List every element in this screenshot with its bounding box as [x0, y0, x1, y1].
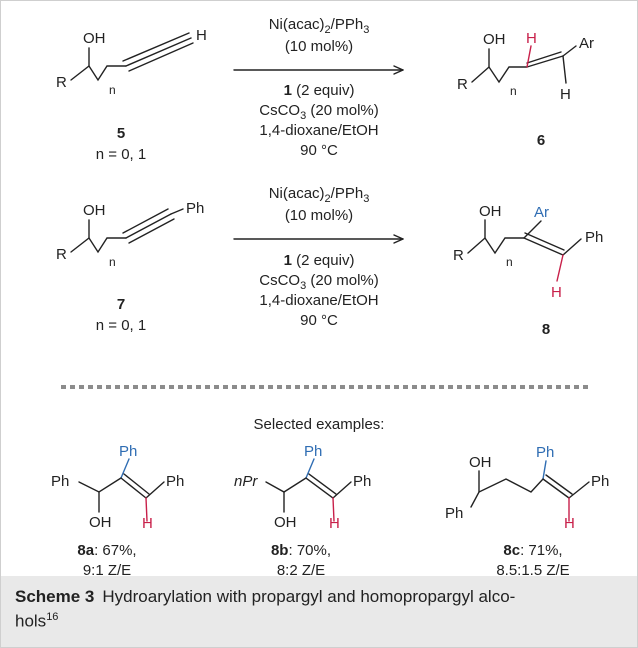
structure-8c	[470, 460, 590, 522]
caption-text-line1: Hydroarylation with propargyl and homopr…	[102, 587, 516, 606]
condition-solvent-2: 1,4-dioxane/EtOH	[259, 292, 378, 309]
compound-label-5: 5	[117, 125, 125, 142]
catalyst-loading-2: (10 mol%)	[285, 207, 353, 224]
atom-ph: Ph	[591, 473, 609, 490]
atom-oh: OH	[483, 31, 506, 48]
atom-ph: Ph	[585, 229, 603, 246]
atom-h-highlight: H	[564, 515, 575, 532]
example-8c-yield: 8c: 71%,	[503, 542, 562, 559]
example-8b-yield: 8b: 70%,	[271, 542, 331, 559]
example-8c-ratio: 8.5:1.5 Z/E	[496, 562, 569, 576]
condition-base-2: CsCO3 (20 mol%)	[259, 272, 379, 292]
atom-h-highlight: H	[329, 515, 340, 532]
atom-ph: Ph	[166, 473, 184, 490]
structure-5	[70, 32, 194, 82]
atom-h-highlight: H	[142, 515, 153, 532]
condition-equiv-2: 1 (2 equiv)	[284, 252, 355, 269]
structure-8	[467, 219, 582, 282]
reaction-scheme: OH R n H Ni(acac)2/PPh3 (10 mol%) 1 (2 e…	[51, 16, 609, 576]
reagents-2: Ni(acac)2/PPh3	[269, 185, 370, 205]
reagents-1: Ni(acac)2/PPh3	[269, 16, 370, 36]
atom-ph-highlight: Ph	[119, 443, 137, 460]
atom-r: R	[56, 74, 67, 91]
structure-8b	[265, 458, 352, 522]
atom-oh: OH	[83, 30, 106, 47]
atom-ar-highlight: Ar	[534, 204, 549, 221]
compound-note-5: n = 0, 1	[96, 146, 146, 163]
arrowhead-1	[393, 65, 404, 75]
subscript-n: n	[510, 84, 517, 98]
examples-heading: Selected examples:	[254, 416, 385, 433]
atom-ph: Ph	[353, 473, 371, 490]
condition-temp-1: 90 °C	[300, 142, 338, 159]
atom-h-highlight: H	[526, 30, 537, 47]
atom-ph: Ph	[186, 200, 204, 217]
structure-7	[70, 208, 184, 254]
atom-oh: OH	[469, 454, 492, 471]
atom-oh: OH	[479, 203, 502, 220]
atom-ph-highlight: Ph	[304, 443, 322, 460]
structure-8a	[78, 458, 165, 522]
atom-ph-highlight: Ph	[536, 444, 554, 461]
compound-note-7: n = 0, 1	[96, 317, 146, 334]
subscript-n: n	[109, 255, 116, 269]
structure-6	[471, 45, 577, 84]
caption-text-line2: hols	[15, 611, 47, 631]
atom-ar: Ar	[579, 35, 594, 52]
atom-ph: Ph	[445, 505, 463, 522]
atom-oh: OH	[83, 202, 106, 219]
example-8a-yield: 8a: 67%,	[77, 542, 136, 559]
condition-solvent-1: 1,4-dioxane/EtOH	[259, 122, 378, 139]
atom-r: R	[56, 246, 67, 263]
atom-ph: Ph	[51, 473, 69, 490]
atom-r: R	[457, 76, 468, 93]
atom-h: H	[560, 86, 571, 103]
compound-label-6: 6	[537, 132, 545, 149]
example-8a-ratio: 9:1 Z/E	[83, 562, 131, 576]
condition-temp-2: 90 °C	[300, 312, 338, 329]
atom-r: R	[453, 247, 464, 264]
atom-npr: nPr	[234, 473, 258, 490]
example-8b-ratio: 8:2 Z/E	[277, 562, 325, 576]
atom-h: H	[196, 27, 207, 44]
arrowhead-2	[393, 234, 404, 244]
catalyst-loading-1: (10 mol%)	[285, 38, 353, 55]
caption-reference: 16	[46, 611, 59, 623]
atom-h-highlight: H	[551, 284, 562, 301]
caption-label: Scheme 3	[15, 587, 95, 606]
condition-base-1: CsCO3 (20 mol%)	[259, 102, 379, 122]
subscript-n: n	[506, 255, 513, 269]
condition-equiv-1: 1 (2 equiv)	[284, 82, 355, 99]
atom-oh: OH	[89, 514, 112, 531]
scheme-caption: Scheme 3 Hydroarylation with propargyl an…	[1, 576, 637, 647]
compound-label-7: 7	[117, 296, 125, 313]
atom-oh: OH	[274, 514, 297, 531]
subscript-n: n	[109, 83, 116, 97]
compound-label-8: 8	[542, 321, 550, 338]
